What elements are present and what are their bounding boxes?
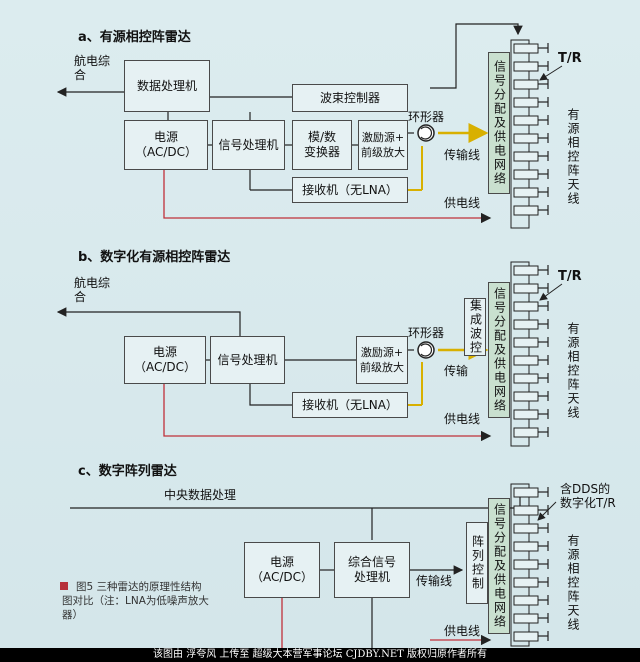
b-distribution-network: 信号分配及供电网络 — [488, 282, 510, 418]
a-power-supply: 电源 （AC/DC） — [124, 120, 208, 170]
a-circulator-label: 环形器 — [408, 110, 445, 124]
b-receiver: 接收机（无LNA） — [292, 392, 408, 418]
a-power-line-label: 供电线 — [444, 196, 481, 210]
figure-caption: 图5 三种雷达的原理性结构图对比（注：LNA为低噪声放大器） — [62, 581, 209, 621]
a-ad-converter: 模/数 变换器 — [292, 120, 352, 170]
c-array-control: 阵列控制 — [466, 522, 488, 604]
b-circulator-label: 环形器 — [408, 326, 445, 340]
c-tr-label: 含DDS的 数字化T/R — [560, 482, 616, 510]
a-receiver: 接收机（无LNA） — [292, 177, 408, 203]
a-signal-processor: 信号处理机 — [212, 120, 285, 170]
c-power-supply: 电源 （AC/DC） — [244, 542, 320, 598]
b-antenna-label: 有源相控阵天线 — [566, 322, 580, 420]
b-power-line-label: 供电线 — [444, 412, 481, 426]
b-tr-label: T/R — [558, 269, 582, 284]
c-antenna-label: 有源相控阵天线 — [566, 534, 580, 632]
a-antenna-elements — [513, 43, 539, 216]
watermark-footer: 该图由 浮夸风 上传至 超级大本营军事论坛 CJDBY.NET 版权归原作者所有 — [0, 648, 640, 662]
c-signal-processor: 综合信号 处理机 — [334, 542, 410, 598]
a-tr-label: T/R — [558, 51, 582, 66]
b-beam-control: 集成波控 — [464, 298, 486, 356]
a-distribution-network: 信号分配及供电网络 — [488, 52, 510, 194]
section-a-title: a、有源相控阵雷达 — [78, 30, 191, 45]
a-tx-line-label: 传输线 — [444, 148, 481, 162]
c-tx-line-label: 传输线 — [416, 574, 453, 588]
a-beam-controller: 波束控制器 — [292, 84, 408, 112]
a-exciter: 激励源+ 前级放大 — [358, 120, 408, 170]
c-distribution-network: 信号分配及供电网络 — [488, 498, 510, 634]
a-data-processor: 数据处理机 — [124, 60, 210, 112]
a-nav-label: 航电综 合 — [74, 54, 111, 82]
b-tx-line-label: 传输 — [444, 364, 469, 378]
caption-bullet-icon — [60, 582, 68, 590]
c-antenna-elements — [513, 487, 539, 642]
section-c-title: c、数字阵列雷达 — [78, 464, 177, 479]
c-central-label: 中央数据处理 — [164, 488, 237, 502]
c-power-line-label: 供电线 — [444, 624, 481, 638]
b-exciter: 激励源+ 前级放大 — [356, 336, 408, 384]
b-antenna-elements — [513, 265, 539, 438]
b-signal-processor: 信号处理机 — [210, 336, 285, 384]
b-nav-label: 航电综 合 — [74, 276, 111, 304]
section-b-title: b、数字化有源相控阵雷达 — [78, 250, 231, 265]
b-power-supply: 电源 （AC/DC） — [124, 336, 206, 384]
a-antenna-label: 有源相控阵天线 — [566, 108, 580, 206]
